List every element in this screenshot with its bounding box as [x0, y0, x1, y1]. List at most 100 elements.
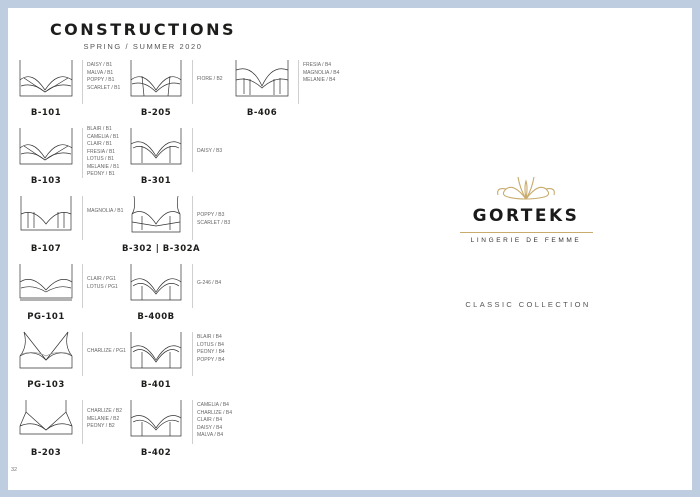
bra-sketch-icon [130, 264, 182, 301]
fabric-entry: DAISY / B4 [197, 424, 223, 431]
fabric-entry: POPPY / B4 [197, 356, 225, 363]
product-code: B-103 [30, 176, 62, 186]
product-item: G-246 / B4 B-400B [128, 262, 238, 332]
bra-sketch-icon [130, 60, 182, 97]
product-code: B-101 [30, 108, 62, 118]
product-item: FIORE / B2 B-205 [128, 58, 238, 128]
page-subtitle: SPRING / SUMMER 2020 [83, 42, 203, 51]
product-item: CHARLIZE / B2 MELANIE / B2 PEONY / B2 B-… [18, 398, 128, 468]
fabric-entry: MELANIE / B1 [87, 163, 120, 170]
fabric-entry: SCARLET / B3 [197, 219, 231, 226]
fabric-list: G-246 / B4 [197, 280, 221, 288]
brand-tagline: LINGERIE DE FEMME [470, 237, 582, 244]
fabric-list: CLAIR / PG1 LOTUS / PG1 [87, 276, 118, 291]
product-code: B-301 [140, 176, 172, 186]
divider [192, 400, 193, 444]
product-code: B-401 [140, 380, 172, 390]
fabric-entry: MAGNOLIA / B4 [303, 69, 340, 76]
fabric-entry: MELANIE / B2 [87, 415, 120, 422]
product-code: B-205 [140, 108, 172, 118]
fabric-entry: G-246 / B4 [197, 280, 222, 286]
fabric-list: CHARLIZE / B2 MELANIE / B2 PEONY / B2 [87, 408, 122, 431]
product-item: DAISY / B1 MALVA / B1 POPPY / B1 SCARLET… [18, 58, 128, 128]
bra-sketch-icon [19, 128, 73, 165]
fabric-entry: LOTUS / B1 [87, 156, 114, 162]
divider [82, 400, 83, 444]
fabric-entry: CHARLIZE / B4 [197, 409, 233, 416]
bra-sketch-icon [19, 331, 73, 369]
page-number: 32 [11, 467, 18, 473]
product-code: B-302 | B-302A [122, 244, 201, 254]
product-item: BLAIR / B1 CAMELIA / B1 CLAIR / B1 FRESI… [18, 126, 128, 196]
bra-sketch-icon [19, 400, 73, 435]
divider [82, 264, 83, 308]
fabric-list: FIORE / B2 [197, 76, 223, 84]
fabric-entry: MALVA / B1 [87, 69, 114, 76]
product-item: DAISY / B3 B-301 [128, 126, 238, 196]
divider [82, 60, 83, 104]
product-item: POPPY / B3 SCARLET / B3 B-302 | B-302A [122, 194, 238, 264]
fabric-entry: POPPY / B1 [87, 77, 115, 83]
divider [192, 332, 193, 376]
catalog-page: CONSTRUCTIONS SPRING / SUMMER 2020 DAISY… [8, 8, 692, 490]
product-code: B-402 [140, 448, 172, 458]
fabric-entry: FRESIA / B1 [87, 148, 116, 155]
fabric-entry: CLAIR / PG1 [87, 276, 116, 282]
fabric-entry: CAMELIA / B1 [87, 133, 119, 140]
divider [298, 60, 299, 104]
divider [192, 60, 193, 104]
fabric-entry: LOTUS / PG1 [87, 283, 118, 290]
fabric-entry: DAISY / B1 [87, 62, 113, 68]
fabric-list: CAMELIA / B4 CHARLIZE / B4 CLAIR / B4 DA… [197, 402, 232, 440]
product-item: CAMELIA / B4 CHARLIZE / B4 CLAIR / B4 DA… [128, 398, 238, 468]
fabric-entry: POPPY / B3 [197, 212, 225, 218]
bra-sketch-icon [19, 264, 73, 301]
divider [192, 128, 193, 172]
product-code: PG-101 [27, 312, 65, 322]
fabric-list: BLAIR / B4 LOTUS / B4 PEONY / B4 POPPY /… [197, 334, 225, 364]
fabric-entry: CLAIR / B1 [87, 141, 113, 147]
product-code: PG-103 [27, 380, 65, 390]
fabric-entry: MALVA / B4 [197, 432, 224, 438]
fabric-entry: PEONY / B2 [87, 423, 115, 429]
product-code: B-400B [137, 312, 175, 322]
collection-name: CLASSIC COLLECTION [465, 300, 591, 309]
product-code: B-203 [30, 448, 62, 458]
bra-sketch-icon [130, 332, 182, 369]
divider [82, 128, 83, 178]
divider [82, 196, 83, 240]
fabric-entry: PEONY / B4 [197, 349, 225, 355]
bra-sketch-icon [130, 400, 182, 437]
bra-sketch-icon [19, 60, 73, 97]
fabric-entry: PEONY / B1 [87, 171, 115, 177]
brand-divider [460, 232, 593, 233]
product-code: B-107 [30, 244, 62, 254]
bra-sketch-icon [130, 128, 182, 165]
divider [192, 196, 193, 240]
bra-sketch-icon [131, 195, 181, 233]
fabric-entry: CHARLIZE / PG1 [87, 348, 126, 354]
fabric-entry: LOTUS / B4 [197, 341, 224, 348]
fabric-entry: CAMELIA / B4 [197, 402, 229, 408]
fabric-list: DAISY / B1 MALVA / B1 POPPY / B1 SCARLET… [87, 62, 120, 92]
fabric-list: BLAIR / B1 CAMELIA / B1 CLAIR / B1 FRESI… [87, 126, 119, 179]
gold-ornament-icon [497, 176, 555, 200]
divider [82, 332, 83, 376]
fabric-list: POPPY / B3 SCARLET / B3 [197, 212, 230, 227]
fabric-entry: FIORE / B2 [197, 76, 223, 82]
product-item: CHARLIZE / PG1 PG-103 [18, 330, 128, 400]
product-item: MAGNOLIA / B1 B-107 [18, 194, 128, 264]
brand-name: GORTEKS [472, 206, 580, 226]
fabric-entry: CLAIR / B4 [197, 417, 223, 423]
fabric-list: FRESIA / B4 MAGNOLIA / B4 MELANIE / B4 [303, 62, 339, 85]
divider [192, 264, 193, 308]
product-item: BLAIR / B4 LOTUS / B4 PEONY / B4 POPPY /… [128, 330, 238, 400]
fabric-list: MAGNOLIA / B1 [87, 208, 123, 216]
bra-sketch-icon [235, 60, 289, 97]
fabric-entry: FRESIA / B4 [303, 62, 332, 68]
product-code: B-406 [246, 108, 278, 118]
fabric-list: CHARLIZE / PG1 [87, 348, 126, 356]
fabric-list: DAISY / B3 [197, 148, 222, 156]
fabric-entry: CHARLIZE / B2 [87, 408, 123, 414]
bra-sketch-icon [20, 196, 72, 231]
